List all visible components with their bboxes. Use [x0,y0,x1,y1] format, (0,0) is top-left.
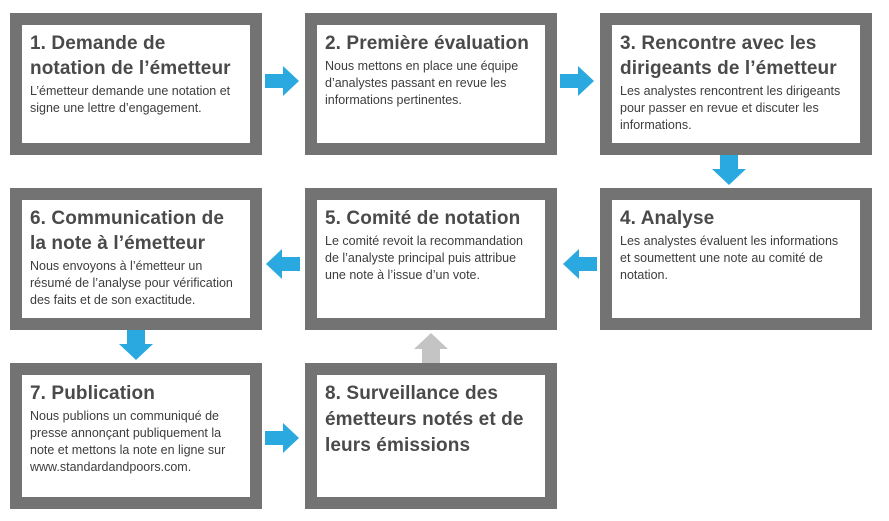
arrow-down-6-to-7-shape [119,330,153,360]
step-2-title: 2. Première évaluation [325,33,529,54]
arrow-down-3-to-4-shape [712,155,746,185]
step-4-title: 4. Analyse [620,208,715,229]
step-1-text: L’émetteur demande une notation et signe… [30,84,231,115]
step-3-text: Les analystes rencontrent les dirigeants… [620,84,841,132]
step-5-text: Le comité revoit la recommandation de l’… [325,234,524,282]
step-2-text: Nous mettons en place une équipe d’analy… [325,59,519,107]
step-1-title: 1. Demande de notation de l’émetteur [30,33,231,79]
arrow-right-2-to-3-shape [560,66,594,96]
arrow-right-7-to-8 [265,423,299,453]
step-2-box: 2. Première évaluation Nous mettons en p… [305,13,557,155]
arrow-left-5-to-6 [266,249,300,279]
step-7-title: 7. Publication [30,383,155,404]
arrow-down-6-to-7 [119,330,153,360]
arrow-right-2-to-3 [560,66,594,96]
step-6-text: Nous envoyons à l’émetteur un résumé de … [30,259,233,307]
arrow-up-8-to-5-shape [414,333,448,363]
step-5-title: 5. Comité de notation [325,208,521,229]
step-3-title: 3. Rencontre avec les dirigeants de l’ém… [620,33,837,79]
step-4-box: 4. Analyse Les analystes évaluent les in… [600,188,872,330]
step-1-box: 1. Demande de notation de l’émetteur L’é… [10,13,262,155]
step-4-text: Les analystes évaluent les informations … [620,234,839,282]
step-6-title: 6. Communication de la note à l’émetteur [30,208,225,254]
step-8-title: 8. Surveillance des émetteurs notés et d… [325,383,524,456]
arrow-up-8-to-5 [414,333,448,363]
arrow-right-7-to-8-shape [265,423,299,453]
step-3-box: 3. Rencontre avec les dirigeants de l’ém… [600,13,872,155]
arrow-left-5-to-6-shape [266,249,300,279]
step-8-box: 8. Surveillance des émetteurs notés et d… [305,363,557,509]
step-5-box: 5. Comité de notation Le comité revoit l… [305,188,557,330]
arrow-left-4-to-5 [563,249,597,279]
step-7-box: 7. Publication Nous publions un communiq… [10,363,262,509]
arrow-right-1-to-2-shape [265,66,299,96]
arrow-down-3-to-4 [712,155,746,185]
arrow-right-1-to-2 [265,66,299,96]
step-6-box: 6. Communication de la note à l’émetteur… [10,188,262,330]
step-7-text: Nous publions un communiqué de presse an… [30,409,226,474]
arrow-left-4-to-5-shape [563,249,597,279]
